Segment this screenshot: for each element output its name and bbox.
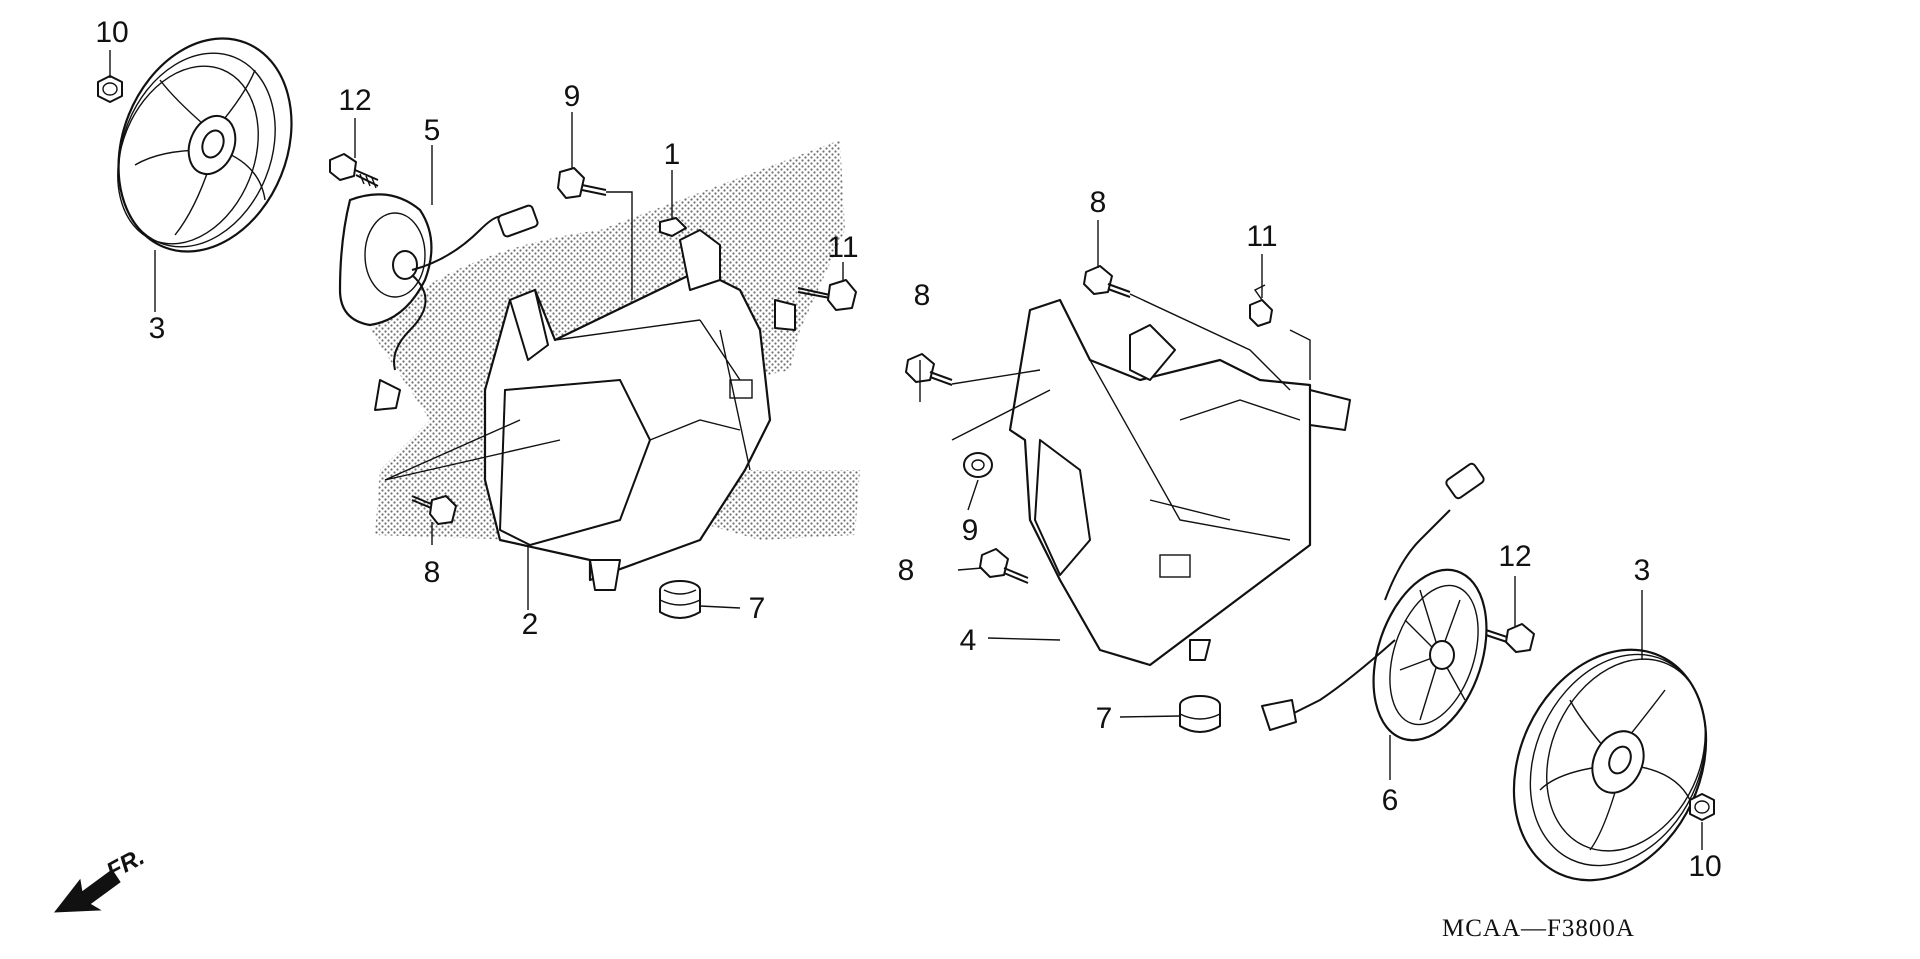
callout-8-right-left[interactable]: 8: [914, 279, 931, 312]
right-grommet-7[interactable]: [1179, 695, 1221, 733]
front-direction-indicator: FR.: [53, 843, 149, 913]
right-collar-9[interactable]: [963, 452, 993, 478]
right-bolt-8-left[interactable]: [905, 353, 953, 386]
left-bolt-11[interactable]: [797, 279, 857, 311]
callout-11-right[interactable]: 11: [1246, 220, 1277, 253]
callout-9-left[interactable]: 9: [564, 80, 581, 113]
right-fan[interactable]: [1478, 618, 1743, 912]
callouts: 10 3 12 5 9 1 11 8 2 7 8 11 8 9 8 4 7 6 …: [95, 16, 1721, 883]
front-arrow-icon: [53, 869, 121, 913]
left-fan[interactable]: [88, 12, 322, 277]
right-bolt-8-bottom[interactable]: [979, 548, 1029, 584]
callout-7-left[interactable]: 7: [749, 592, 766, 625]
callout-3-left[interactable]: 3: [149, 312, 166, 345]
leader-lines: [109, 50, 1703, 850]
diagram-code: MCAA—F3800A: [1442, 915, 1635, 942]
callout-10-left[interactable]: 10: [95, 16, 128, 49]
callout-10-right[interactable]: 10: [1688, 850, 1721, 883]
callout-8-right-bottom[interactable]: 8: [898, 554, 915, 587]
callout-9-right[interactable]: 9: [962, 514, 979, 547]
right-shroud-4[interactable]: [1008, 298, 1351, 667]
left-bolt-9[interactable]: [557, 167, 607, 199]
right-bolt-8-top[interactable]: [1083, 265, 1131, 298]
callout-12-right[interactable]: 12: [1498, 540, 1531, 573]
callout-8-right-top[interactable]: 8: [1090, 186, 1107, 219]
callout-11-left[interactable]: 11: [827, 231, 858, 264]
callout-6-right[interactable]: 6: [1382, 784, 1399, 817]
right-nut-10[interactable]: [1689, 793, 1715, 821]
callout-1-left[interactable]: 1: [664, 138, 681, 171]
callout-5-left[interactable]: 5: [424, 114, 441, 147]
left-nut-10[interactable]: [97, 75, 123, 103]
callout-12-left[interactable]: 12: [338, 84, 371, 117]
left-clip-1[interactable]: [659, 217, 687, 237]
callout-3-right[interactable]: 3: [1634, 554, 1651, 587]
callout-8-left[interactable]: 8: [424, 556, 441, 589]
left-grommet-7[interactable]: [659, 580, 701, 619]
callout-7-right[interactable]: 7: [1096, 702, 1113, 735]
right-motor-6[interactable]: [1261, 462, 1507, 755]
left-shroud-2[interactable]: [483, 229, 796, 591]
left-motor-5[interactable]: [338, 193, 539, 411]
left-bolt-12[interactable]: [329, 153, 379, 189]
right-bolt-12[interactable]: [1485, 623, 1535, 653]
right-bolt-11[interactable]: [1249, 284, 1273, 327]
callout-2-left[interactable]: 2: [522, 608, 539, 641]
callout-4-right[interactable]: 4: [960, 624, 977, 657]
left-bolt-8[interactable]: [411, 495, 457, 525]
